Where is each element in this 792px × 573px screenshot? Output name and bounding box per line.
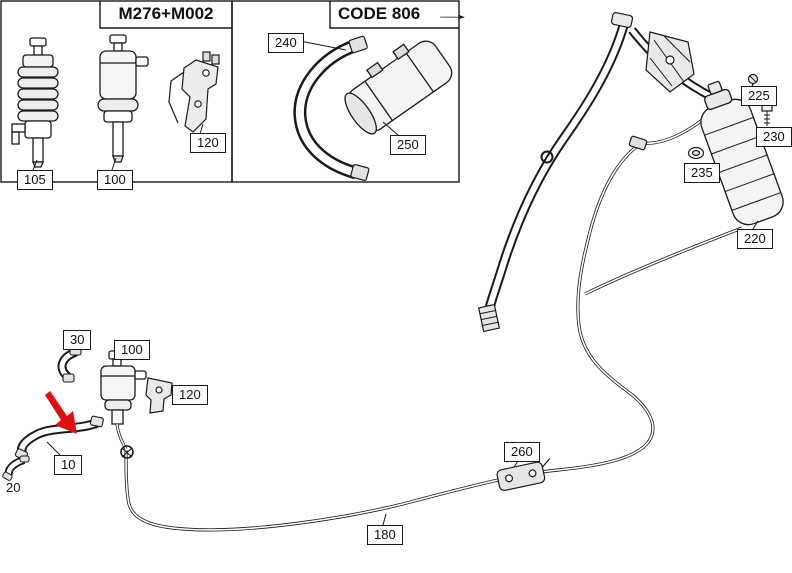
line-junction-fitting	[540, 135, 648, 164]
part-label-230[interactable]: 230	[756, 127, 792, 147]
section-title-m276: M276+M002	[118, 4, 214, 23]
part-100-top-valve	[97, 34, 149, 163]
section-title-code806: CODE 806	[338, 4, 421, 23]
leader-lines	[32, 40, 759, 526]
part-label-235[interactable]: 235	[684, 163, 720, 183]
part-label-100-top[interactable]: 100	[97, 170, 133, 190]
part-label-20[interactable]: 20	[6, 480, 21, 495]
part-label-120-lower[interactable]: 120	[172, 385, 208, 405]
hose-end-coupling	[477, 303, 501, 333]
fuel-lines	[124, 104, 743, 532]
part-label-30[interactable]: 30	[63, 330, 92, 350]
part-label-225[interactable]: 225	[741, 86, 777, 106]
red-pointer-arrow	[45, 391, 77, 434]
part-240-hose	[293, 35, 370, 181]
long-right-arrow-icon: →	[432, 3, 474, 24]
part-10-hose	[14, 415, 104, 461]
part-label-100-lower[interactable]: 100	[114, 340, 150, 360]
hose-clamp	[120, 445, 134, 459]
section-header-code806: CODE 806 →	[330, 0, 474, 28]
part-label-10[interactable]: 10	[54, 455, 83, 475]
part-105-valve	[11, 37, 59, 168]
part-label-180[interactable]: 180	[367, 525, 403, 545]
part-230-bolt	[761, 103, 773, 126]
section-header-m276: M276+M002	[100, 0, 232, 28]
part-label-250[interactable]: 250	[390, 135, 426, 155]
part-20-hose	[2, 455, 30, 481]
part-30-hose	[57, 346, 82, 383]
part-120-bracket-lower	[145, 377, 173, 414]
part-260-bracket	[496, 458, 551, 492]
part-label-105[interactable]: 105	[17, 170, 53, 190]
part-250-canister	[344, 40, 453, 135]
part-220-canister	[700, 80, 784, 226]
part-label-220[interactable]: 220	[737, 229, 773, 249]
part-label-240[interactable]: 240	[268, 33, 304, 53]
part-120-bracket-top	[168, 51, 220, 133]
part-label-260[interactable]: 260	[504, 442, 540, 462]
hose-top-fittings	[610, 12, 695, 93]
part-100-lower-valve	[100, 350, 147, 450]
part-label-120-top[interactable]: 120	[190, 133, 226, 153]
part-235-grommet	[687, 146, 705, 160]
hose-assembly-right	[484, 22, 717, 312]
